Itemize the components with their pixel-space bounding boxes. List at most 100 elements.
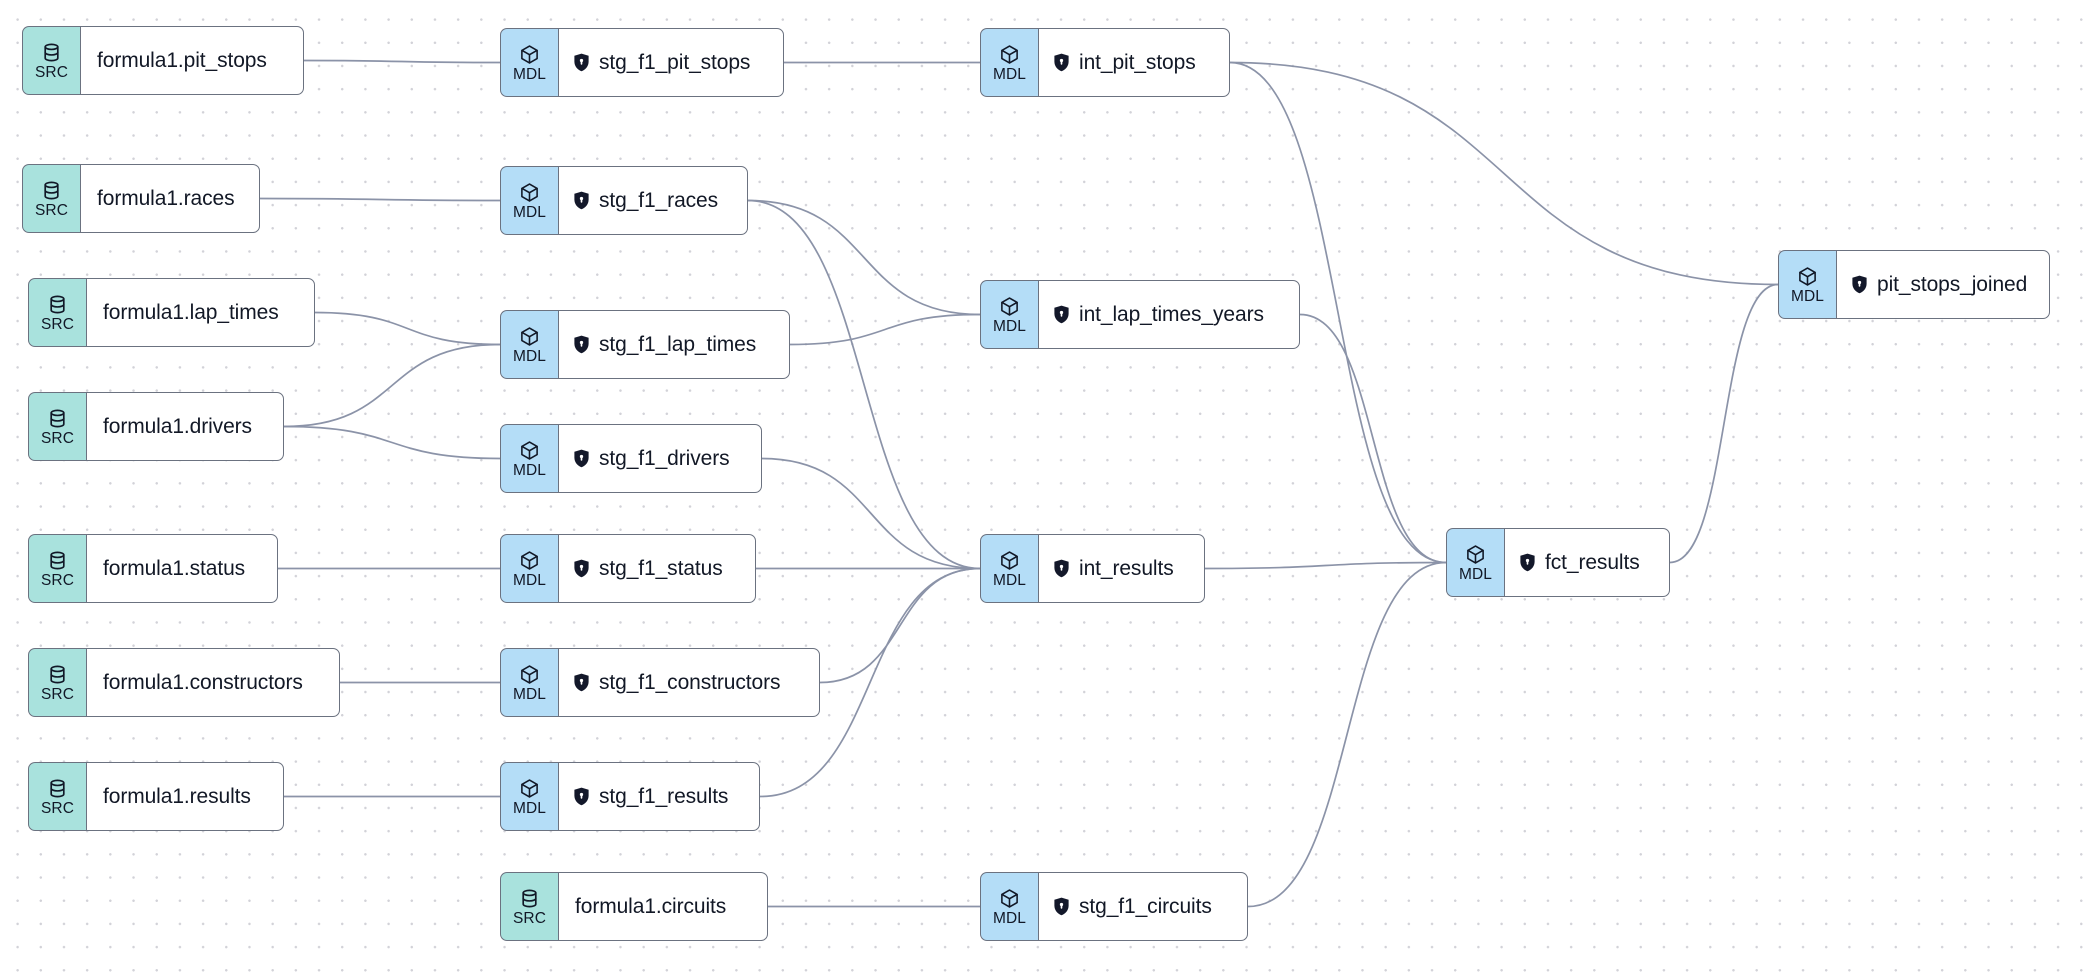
node-type-badge: MDL (980, 280, 1038, 349)
cube-icon (999, 550, 1020, 571)
node-body[interactable]: pit_stops_joined (1836, 250, 2050, 319)
node-body[interactable]: int_results (1038, 534, 1205, 603)
node-type-badge: SRC (500, 872, 558, 941)
node-type-badge: SRC (22, 26, 80, 95)
node-label: formula1.circuits (575, 894, 727, 918)
node-body[interactable]: formula1.drivers (86, 392, 284, 461)
node-label: stg_f1_lap_times (599, 332, 757, 356)
lineage-node-stg_drivers[interactable]: MDL stg_f1_drivers (500, 424, 762, 493)
shield-lock-icon (573, 335, 590, 354)
shield-lock-icon (573, 787, 590, 806)
node-body[interactable]: formula1.constructors (86, 648, 340, 717)
database-icon (47, 664, 68, 685)
shield-lock-icon (573, 191, 590, 210)
node-body[interactable]: stg_f1_lap_times (558, 310, 790, 379)
shield-lock-icon (1053, 305, 1070, 324)
node-body[interactable]: stg_f1_circuits (1038, 872, 1248, 941)
node-type-label: MDL (1790, 288, 1825, 305)
lineage-node-stg_lap_times[interactable]: MDL stg_f1_lap_times (500, 310, 790, 379)
node-label: int_pit_stops (1079, 50, 1196, 74)
node-type-label: MDL (512, 572, 547, 589)
node-body[interactable]: formula1.lap_times (86, 278, 315, 347)
lineage-node-src_lap_times[interactable]: SRC formula1.lap_times (28, 278, 315, 347)
lineage-node-stg_races[interactable]: MDL stg_f1_races (500, 166, 748, 235)
node-type-label: SRC (40, 800, 75, 817)
node-body[interactable]: formula1.results (86, 762, 284, 831)
database-icon (47, 550, 68, 571)
lineage-node-stg_circuits[interactable]: MDL stg_f1_circuits (980, 872, 1248, 941)
node-label: formula1.constructors (103, 670, 303, 694)
lineage-node-pit_stops_joined[interactable]: MDL pit_stops_joined (1778, 250, 2050, 319)
node-type-badge: MDL (980, 28, 1038, 97)
node-body[interactable]: stg_f1_races (558, 166, 748, 235)
node-type-label: SRC (40, 686, 75, 703)
lineage-node-int_lap_times_years[interactable]: MDL int_lap_times_years (980, 280, 1300, 349)
node-label: stg_f1_races (599, 188, 719, 212)
node-type-label: MDL (992, 66, 1027, 83)
lineage-edge (283, 425, 501, 460)
shield-lock-icon (1053, 559, 1070, 578)
cube-icon (1797, 266, 1818, 287)
node-type-badge: MDL (500, 166, 558, 235)
node-type-badge: MDL (980, 534, 1038, 603)
node-type-label: MDL (512, 462, 547, 479)
lineage-node-src_constructors[interactable]: SRC formula1.constructors (28, 648, 340, 717)
node-type-label: SRC (40, 572, 75, 589)
node-body[interactable]: formula1.pit_stops (80, 26, 304, 95)
lineage-node-stg_pit_stops[interactable]: MDL stg_f1_pit_stops (500, 28, 784, 97)
node-body[interactable]: stg_f1_constructors (558, 648, 820, 717)
node-type-label: MDL (1458, 566, 1493, 583)
node-type-badge: MDL (500, 424, 558, 493)
lineage-edge (1229, 61, 1779, 286)
node-type-label: SRC (34, 64, 69, 81)
lineage-node-src_drivers[interactable]: SRC formula1.drivers (28, 392, 284, 461)
lineage-edge (259, 197, 501, 202)
lineage-node-src_status[interactable]: SRC formula1.status (28, 534, 278, 603)
node-label: formula1.lap_times (103, 300, 279, 324)
shield-lock-icon (1053, 897, 1070, 916)
lineage-node-src_results[interactable]: SRC formula1.results (28, 762, 284, 831)
node-body[interactable]: int_lap_times_years (1038, 280, 1300, 349)
cube-icon (519, 326, 540, 347)
node-body[interactable]: stg_f1_drivers (558, 424, 762, 493)
lineage-edge (789, 313, 981, 346)
lineage-node-stg_results[interactable]: MDL stg_f1_results (500, 762, 760, 831)
node-body[interactable]: stg_f1_status (558, 534, 756, 603)
node-body[interactable]: stg_f1_pit_stops (558, 28, 784, 97)
node-type-label: SRC (40, 430, 75, 447)
lineage-node-stg_status[interactable]: MDL stg_f1_status (500, 534, 756, 603)
shield-lock-icon (573, 449, 590, 468)
node-type-badge: MDL (1446, 528, 1504, 597)
node-body[interactable]: fct_results (1504, 528, 1670, 597)
node-label: stg_f1_status (599, 556, 723, 580)
lineage-node-stg_constructors[interactable]: MDL stg_f1_constructors (500, 648, 820, 717)
node-body[interactable]: formula1.races (80, 164, 260, 233)
cube-icon (519, 44, 540, 65)
lineage-edge (1669, 283, 1779, 564)
cube-icon (519, 664, 540, 685)
node-type-badge: MDL (980, 872, 1038, 941)
node-body[interactable]: int_pit_stops (1038, 28, 1230, 97)
cube-icon (1465, 544, 1486, 565)
node-type-label: MDL (512, 800, 547, 817)
lineage-node-fct_results[interactable]: MDL fct_results (1446, 528, 1670, 597)
shield-lock-icon (573, 673, 590, 692)
node-type-badge: SRC (22, 164, 80, 233)
lineage-node-src_pit_stops[interactable]: SRC formula1.pit_stops (22, 26, 304, 95)
node-type-label: MDL (512, 204, 547, 221)
node-label: formula1.drivers (103, 414, 252, 438)
lineage-edge (283, 343, 501, 428)
node-body[interactable]: formula1.status (86, 534, 278, 603)
lineage-node-src_circuits[interactable]: SRC formula1.circuits (500, 872, 768, 941)
node-body[interactable]: stg_f1_results (558, 762, 760, 831)
node-label: formula1.pit_stops (97, 48, 267, 72)
node-body[interactable]: formula1.circuits (558, 872, 768, 941)
node-type-label: MDL (992, 910, 1027, 927)
lineage-node-int_results[interactable]: MDL int_results (980, 534, 1205, 603)
node-type-badge: MDL (500, 310, 558, 379)
lineage-node-int_pit_stops[interactable]: MDL int_pit_stops (980, 28, 1230, 97)
lineage-edge (747, 199, 981, 570)
lineage-node-src_races[interactable]: SRC formula1.races (22, 164, 260, 233)
node-type-label: MDL (992, 572, 1027, 589)
